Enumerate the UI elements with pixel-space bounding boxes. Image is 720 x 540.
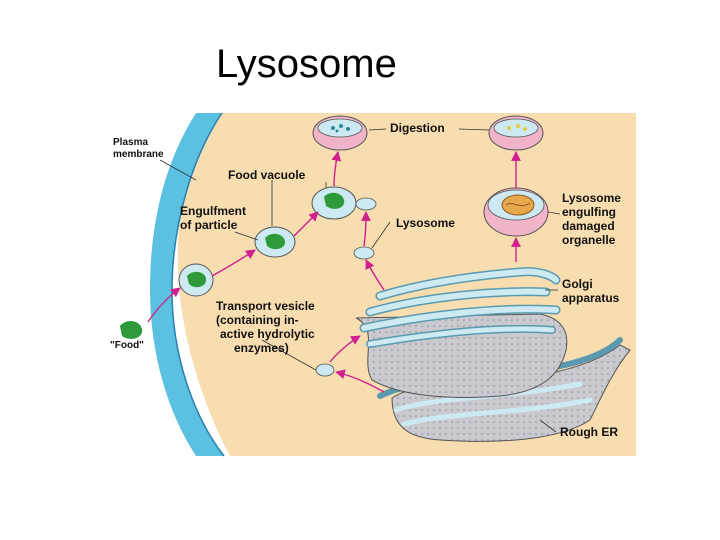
label-digestion: Digestion [390,121,445,135]
label-transport-vesicle-2: (containing in- [216,313,299,327]
arrow-transport-to-golgi [329,335,361,363]
golgi-apparatus [355,267,568,398]
arrow-lysosome-to-vacuole [361,211,371,247]
transport-vesicle [315,363,335,377]
label-lysosome-engulfing-3: damaged [562,219,615,233]
arrow-membrane-to-engulf [211,249,256,277]
engulfment-vesicle [254,226,296,258]
label-food-vacuole: Food vacuole [228,168,306,182]
label-golgi-2: apparatus [562,291,620,305]
arrow-vacuole-to-digestion [331,151,342,187]
lysosome-small [353,246,375,260]
plasma-membrane [150,113,224,456]
label-transport-vesicle-4: enzymes) [234,341,289,355]
arrow-er-to-transport [335,369,385,393]
label-rough-er: Rough ER [560,425,618,439]
label-plasma-membrane-1: Plasma [113,137,148,148]
arrow-golgi-to-lysosome [365,259,385,291]
food-particle [120,320,143,339]
label-engulfment-2: of particle [180,218,238,232]
label-transport-vesicle-3: active hydrolytic [220,327,315,341]
label-engulfment-1: Engulfment [180,204,246,218]
label-transport-vesicle-1: Transport vesicle [216,299,315,313]
label-lysosome-engulfing-2: engulfing [562,205,616,219]
label-lysosome-engulfing-1: Lysosome [562,191,621,205]
membrane-particle [178,263,214,297]
label-lysosome: Lysosome [396,216,455,230]
arrow-food-to-membrane [147,287,181,323]
label-golgi-1: Golgi [562,277,593,291]
arrow-engulf-to-vacuole [293,211,319,237]
label-plasma-membrane-2: membrane [113,149,164,160]
label-lysosome-engulfing-4: organelle [562,233,616,247]
lysosome-engulfing-organelle [483,187,549,237]
food-vacuole [311,186,377,220]
label-food: "Food" [110,340,144,351]
page-title: Lysosome [216,42,397,86]
digestion-product [488,115,544,151]
digestion-lysosome [312,115,368,151]
